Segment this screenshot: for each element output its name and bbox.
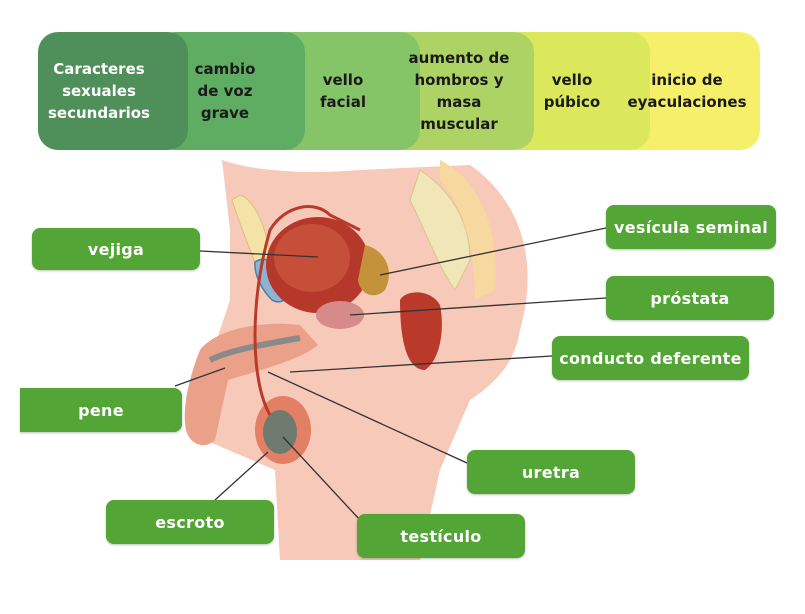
leader-vesicula [379, 227, 607, 276]
label-vesicula-seminal[interactable]: vesícula seminal [606, 205, 776, 249]
leader-pene [174, 367, 226, 387]
label-escroto[interactable]: escroto [106, 500, 274, 544]
stage-block-1 [38, 32, 188, 150]
leader-prostata [349, 297, 607, 316]
leader-escroto [214, 451, 269, 501]
seminal-vesicle [358, 245, 389, 296]
leader-conducto [289, 355, 553, 373]
vas-deferens [253, 205, 361, 416]
label-vejiga[interactable]: vejiga [32, 228, 200, 270]
leader-vejiga [199, 250, 319, 258]
stage-label-hombros: aumento de hombros y masa muscular [408, 49, 510, 133]
rectum [400, 292, 442, 370]
stage-label-voz: cambio de voz grave [194, 60, 256, 122]
stage-label-eyaculaciones: inicio de eyaculaciones [627, 71, 747, 111]
stage-label-secundarios: Caracteres sexuales secundarios [48, 60, 150, 122]
label-pene[interactable]: pene [20, 388, 182, 432]
label-conducto-deferente[interactable]: conducto deferente [552, 336, 749, 380]
label-prostata[interactable]: próstata [606, 276, 774, 320]
label-testiculo[interactable]: testículo [357, 514, 525, 558]
label-uretra[interactable]: uretra [467, 450, 635, 494]
stage-label-vello-pubico: vello púbico [543, 71, 601, 111]
leader-uretra [267, 371, 468, 464]
back-fat [440, 160, 496, 300]
stage-label-vello-facial: vello facial [320, 71, 366, 111]
leader-testiculo [282, 436, 361, 521]
prostate [316, 301, 364, 329]
